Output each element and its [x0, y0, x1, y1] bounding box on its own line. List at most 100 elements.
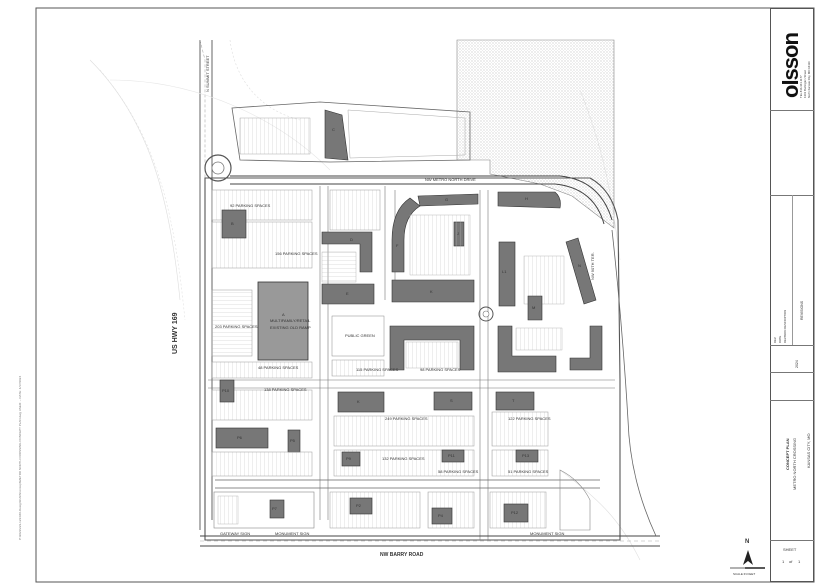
building-p: [497, 325, 557, 373]
building-d-label: D: [350, 237, 353, 242]
building-c-label: C: [332, 127, 335, 132]
building-l: [389, 325, 475, 371]
building-f-label: F: [396, 243, 399, 248]
sheet-border: [35, 7, 815, 583]
rev-col-desc: REVISION DESCRIPTION: [783, 309, 787, 343]
rev-col-rev: REV: [773, 337, 777, 343]
project-location: KANSAS CITY, MO: [806, 433, 811, 468]
building-e: [321, 283, 375, 305]
site-boundary: [204, 177, 621, 541]
building-p13-label: P13: [522, 453, 530, 458]
building-p11: [441, 449, 465, 463]
gateway-sign-label: GATEWAY SIGN: [220, 531, 251, 536]
building-p5-label: P5: [290, 438, 295, 443]
sheet-total: 1: [798, 559, 801, 564]
firm-line-3: North Kansas City, MO 64116: [807, 61, 811, 98]
building-a: [257, 281, 309, 361]
existing-ramp-label: EXISTING OLD RAMP: [270, 325, 311, 330]
highway-label: US HWY 169: [172, 312, 179, 355]
parking-lot5: 138 PARKING SPACES: [264, 387, 307, 392]
building-k: [391, 279, 475, 303]
building-n: [565, 237, 597, 305]
building-l1-label: L1: [502, 269, 507, 274]
building-p2-label: P2: [356, 503, 361, 508]
sheet-label: SHEET: [783, 547, 797, 552]
building-p2: [349, 497, 373, 515]
project-name: METRO NORTH CROSSING: [792, 437, 797, 490]
public-green-label: PUBLIC GREEN: [345, 333, 375, 338]
building-p9: [341, 451, 361, 467]
building-p6-label: P6: [237, 435, 242, 440]
parking-lot8: 249 PARKING SPACES: [385, 416, 428, 421]
parking-lot12: 58 PARKING SPACES: [438, 469, 479, 474]
building-p7-label: P7: [272, 506, 277, 511]
building-p7: [269, 499, 285, 519]
summit-street-label: N SUMMIT STREET: [205, 55, 210, 92]
sheet-number: 1: [782, 559, 785, 564]
sheet-title: CONCEPT PLAN: [785, 438, 790, 470]
building-p12-label: P12: [511, 510, 519, 515]
north-label: N: [745, 539, 750, 545]
building-a-note: MULTIFAMILY/RETAIL: [270, 318, 311, 323]
building-h: [497, 191, 561, 209]
building-s: [433, 391, 473, 411]
parking-lot10: 132 PARKING SPACES: [382, 456, 425, 461]
building-t-label: T: [512, 398, 515, 403]
parking-lot2: 156 PARKING SPACES: [275, 251, 318, 256]
parking-lot9: 122 PARKING SPACES: [508, 416, 551, 421]
building-h-label: H: [525, 196, 528, 201]
parking-lot3: 203 PARKING SPACES: [215, 324, 258, 329]
building-m-label: M: [532, 305, 536, 310]
building-p11-label: P11: [448, 453, 455, 458]
roundabout-north: [204, 154, 232, 182]
rev-col-date: DATE: [778, 335, 782, 343]
building-p4: [431, 507, 453, 525]
parking-lot13: 51 PARKING SPACES: [508, 469, 549, 474]
hwy-edge: [199, 40, 213, 530]
building-p12: [503, 503, 529, 523]
building-e-label: E: [346, 291, 349, 296]
scale-text: SCALE IN FEET: [733, 572, 756, 576]
building-r-label: K: [357, 399, 360, 404]
building-p4-label: P4: [438, 513, 443, 518]
north-parcel: [231, 101, 471, 163]
revisions-label: REVISIONS: [800, 300, 804, 320]
file-path-note: P:\2023\223-1234\40-Design\CAD\Concept\M…: [18, 375, 22, 540]
building-a-label: A: [282, 312, 285, 317]
building-p13: [515, 449, 539, 463]
metro-north-drive-label: NW METRO NORTH DRIVE: [425, 177, 476, 182]
barry-road-label: NW BARRY ROAD: [380, 552, 424, 558]
building-b-label: B: [231, 221, 234, 226]
building-g-label: G: [445, 197, 449, 202]
building-n-label: N: [578, 263, 581, 268]
building-p6: [215, 427, 269, 449]
building-r: [337, 391, 385, 413]
building-g: [417, 193, 479, 207]
year-label: 2024: [795, 360, 799, 368]
building-j-label: J: [457, 231, 459, 236]
public-green-area: [331, 315, 385, 357]
building-k-label: K: [430, 289, 433, 294]
building-p10: [219, 379, 235, 403]
north-arrow-icon: [743, 550, 753, 565]
parking-lot7: 98 PARKING SPACES: [420, 367, 461, 372]
monument-sign-1-label: MONUMENT SIGN: [275, 531, 310, 536]
monument-sign-2-label: MONUMENT SIGN: [530, 531, 565, 536]
building-t: [495, 391, 535, 411]
building-p9-label: P9: [346, 456, 351, 461]
building-q: [569, 325, 603, 371]
building-l1: [498, 241, 516, 307]
building-d: [321, 231, 373, 273]
building-m: [527, 295, 543, 321]
sheet-of: of: [789, 559, 793, 564]
building-b: [221, 209, 247, 239]
roundabout-center: [478, 306, 494, 322]
building-c: [324, 109, 349, 161]
ter-street-label: NW 90TH TER.: [590, 252, 595, 280]
building-p10-label: P10: [222, 388, 230, 393]
parking-lot4: 48 PARKING SPACES: [258, 365, 299, 370]
parking-lot6: 115 PARKING SPACES: [356, 367, 399, 372]
parking-lot1: 92 PARKING SPACES: [230, 203, 271, 208]
